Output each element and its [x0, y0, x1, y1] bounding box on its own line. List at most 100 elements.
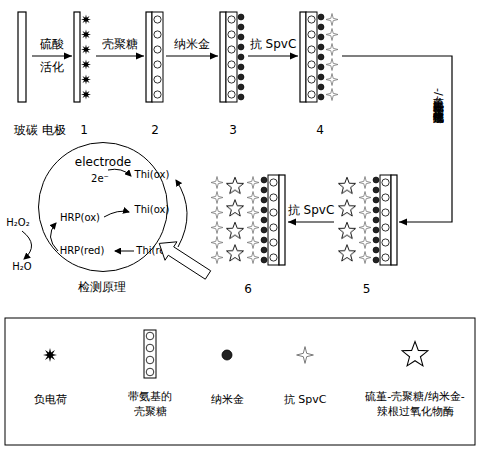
electrode-bar — [18, 12, 26, 102]
reaction-arrows — [22, 169, 187, 259]
legend-text: 抗 SpvC — [270, 392, 340, 407]
chitosan-dots — [380, 175, 391, 265]
annotation-label: 检测原理 — [78, 281, 126, 294]
chitosan-dots — [226, 12, 237, 102]
arrow-head — [136, 53, 144, 60]
stage-box: 3 — [218, 10, 248, 138]
electrode-bar — [220, 12, 226, 102]
stage-number: 2 — [134, 123, 176, 138]
antibody-layer — [358, 175, 372, 265]
connector — [342, 56, 452, 226]
chitosan-strip — [226, 12, 237, 102]
chitosan-strip — [306, 12, 317, 102]
legend-hrp-star — [402, 342, 428, 366]
annotation-label: H₂O₂ — [6, 216, 29, 229]
chitosan-layer — [152, 12, 163, 102]
stage-number: 6 — [198, 282, 298, 297]
gold-column — [237, 12, 245, 102]
chitosan-layer — [226, 12, 237, 102]
thi-hrp-arrow — [115, 251, 134, 252]
stage-box: 2 — [144, 10, 166, 138]
charge-column — [80, 12, 92, 102]
gold-column — [260, 175, 268, 265]
connector-line — [96, 55, 144, 56]
stage-1-layers — [74, 12, 92, 102]
hrp-column — [336, 175, 358, 265]
annotation-label: Thi(ox) — [135, 168, 170, 181]
electron-arrow — [108, 169, 131, 176]
amino-group — [146, 368, 154, 376]
electrode-bar — [146, 12, 152, 102]
antibody-column — [325, 12, 339, 102]
gold-layer — [260, 175, 268, 265]
gold-layer — [237, 12, 245, 102]
stage-number: 3 — [208, 123, 258, 138]
amino-group — [146, 332, 154, 340]
annotation-label: HRP(ox) — [60, 211, 100, 224]
stage-3-layers — [220, 12, 245, 102]
thi-regeneration-arrow — [176, 180, 187, 247]
legend-text: 带氨基的 壳聚糖 — [120, 389, 180, 419]
edge-label: 抗 SpvC — [250, 37, 297, 52]
annotation-label: 活化 — [40, 61, 64, 74]
legend-nano-gold — [222, 350, 232, 360]
chitosan-layer — [306, 12, 317, 102]
arrow-head — [399, 219, 407, 226]
hrp-layer — [224, 175, 246, 265]
hrp-arrow — [50, 223, 58, 251]
antibody-column — [246, 175, 260, 265]
annotation-label: H₂O — [12, 260, 31, 273]
chitosan-strip — [380, 175, 391, 265]
electrode-bar — [391, 175, 397, 265]
gold-layer — [317, 12, 325, 102]
chitosan-dots — [268, 175, 279, 265]
chitosan-strip — [144, 330, 156, 378]
antibody-layer — [210, 175, 224, 265]
electrode-bar — [279, 175, 285, 265]
charge-layer — [80, 12, 92, 102]
hrp-layer — [336, 175, 358, 265]
gold-column — [317, 12, 325, 102]
peroxide-arrow — [22, 231, 32, 259]
gold-layer — [372, 175, 380, 265]
connector — [288, 219, 334, 226]
gold-column — [372, 175, 380, 265]
antibody-column — [210, 175, 224, 265]
connector — [159, 242, 210, 279]
electrode-bar — [74, 12, 80, 102]
legend-frame — [5, 318, 475, 445]
legend-negative-charge — [43, 348, 57, 362]
legend-chitosan — [144, 330, 156, 378]
electrode-caption: 玻碳 电极 — [14, 123, 66, 138]
connector — [166, 53, 218, 60]
edge-label: 纳米金 — [174, 37, 210, 52]
stage-box: 5 — [334, 172, 399, 297]
arrow-head — [64, 53, 72, 60]
arrow-head — [210, 53, 218, 60]
annotation-label: 2e⁻ — [91, 172, 109, 185]
stage-5-layers — [336, 175, 397, 265]
stage-2-layers — [146, 12, 163, 102]
legend-antibody — [297, 347, 314, 364]
annotation-label: Thi(red) — [136, 244, 175, 257]
chitosan-strip — [268, 175, 279, 265]
annotation-label: Thi(ox) — [135, 203, 170, 216]
connector-line — [288, 221, 334, 222]
connector-line — [248, 55, 298, 56]
chitosan-strip — [152, 12, 163, 102]
antibody-column — [358, 175, 372, 265]
circle-label: electrode — [39, 155, 167, 169]
stage-number: 5 — [324, 282, 409, 297]
arrow-head — [288, 219, 296, 226]
stage-box: 6 — [208, 172, 288, 297]
electrode-stage: 玻碳 电极 — [12, 10, 32, 138]
amino-group — [146, 344, 154, 352]
legend-text: 纳米金 — [197, 392, 257, 407]
connector-line — [342, 56, 452, 222]
electrode-bar — [300, 12, 306, 102]
amino-group — [146, 356, 154, 364]
